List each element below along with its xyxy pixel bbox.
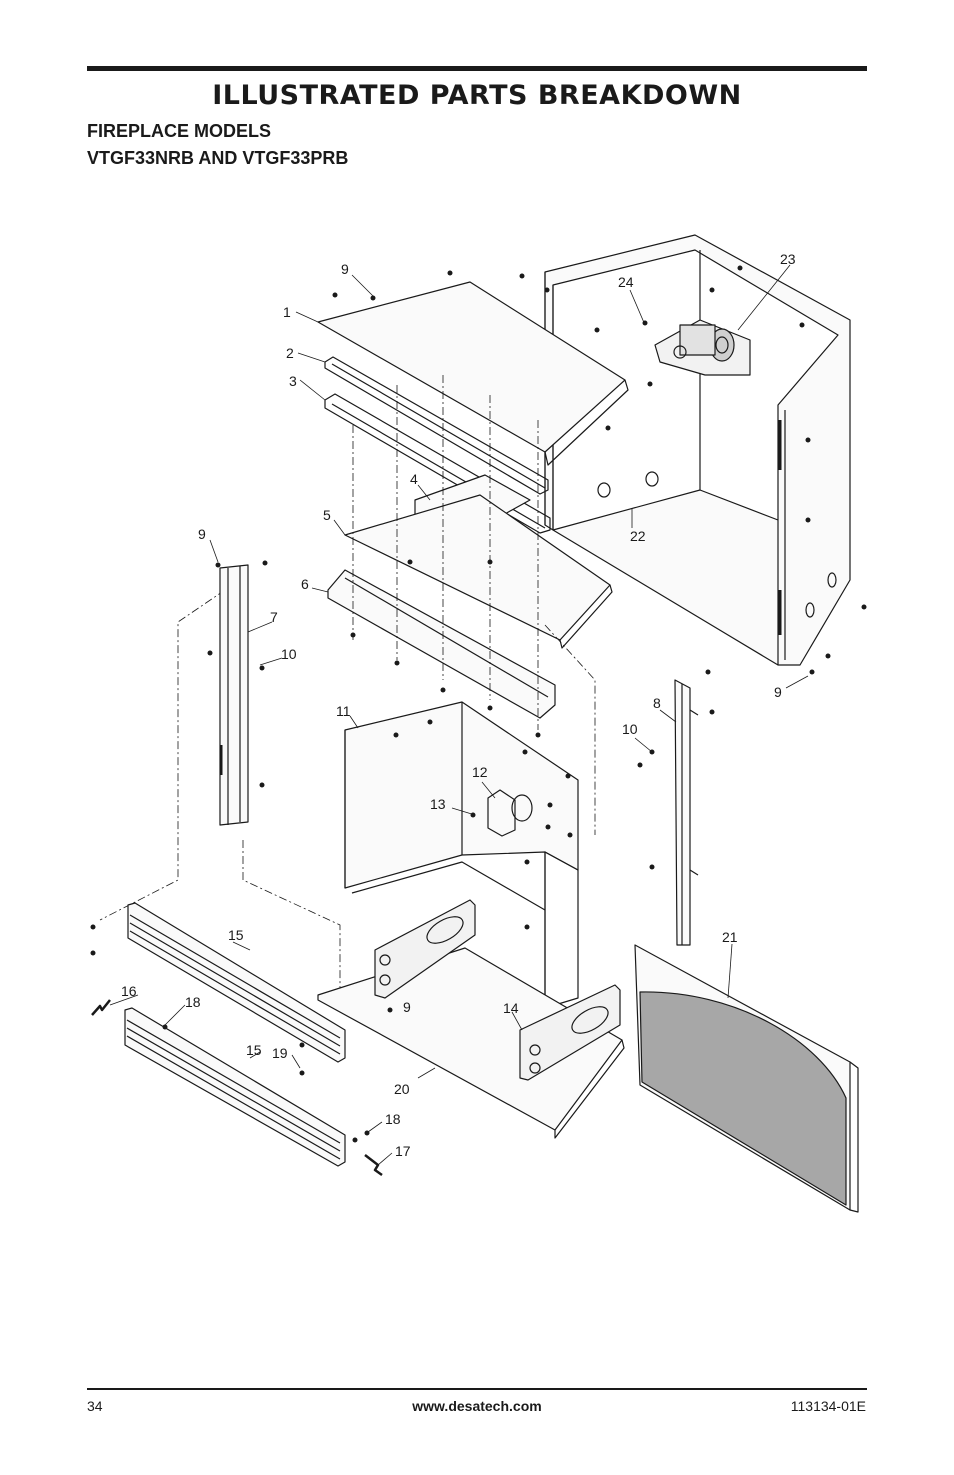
callout-23: 23	[780, 251, 796, 267]
callout-18-upper: 18	[185, 994, 201, 1010]
callout-9-top: 9	[341, 261, 349, 277]
callout-19: 19	[272, 1045, 288, 1061]
document-number: 113134-01E	[790, 1398, 866, 1414]
callout-24: 24	[618, 274, 634, 290]
burner-plate-parts	[487, 789, 533, 837]
callout-12: 12	[472, 764, 488, 780]
callout-10-left: 10	[281, 646, 297, 662]
callout-4: 4	[410, 471, 418, 487]
bottom-rule	[87, 1388, 867, 1390]
callout-8: 8	[653, 695, 661, 711]
louver-lower-part	[124, 1007, 346, 1167]
leader-lines	[109, 264, 809, 1166]
callout-1: 1	[283, 304, 291, 320]
base-bracket-left	[374, 899, 476, 999]
right-bracket-part	[674, 679, 699, 946]
page-number: 34	[87, 1398, 103, 1414]
callout-21: 21	[722, 929, 738, 945]
callout-9-right: 9	[774, 684, 782, 700]
handle-left	[91, 999, 111, 1016]
callout-16: 16	[121, 983, 137, 999]
louver-upper-part	[127, 902, 346, 1063]
callout-9-left: 9	[198, 526, 206, 542]
base-bracket-right	[519, 984, 621, 1081]
hood-part	[327, 569, 556, 719]
callout-6: 6	[301, 576, 309, 592]
subtitle-models: FIREPLACE MODELS	[87, 121, 272, 141]
top-plate-part	[344, 494, 613, 649]
callout-17: 17	[395, 1143, 411, 1159]
callout-15-lower: 15	[246, 1042, 262, 1058]
callout-9-base: 9	[403, 999, 411, 1015]
callout-20: 20	[394, 1081, 410, 1097]
firebox-part	[344, 701, 579, 1009]
callout-3: 3	[289, 373, 297, 389]
callout-13: 13	[430, 796, 446, 812]
callout-2: 2	[286, 345, 294, 361]
callout-labels: 1 2 3 4 5 6 7 8 9 9 9 9 10 10 11 12 13 1…	[121, 251, 796, 1159]
website-link[interactable]: www.desatech.com	[412, 1398, 542, 1414]
callout-14: 14	[503, 1000, 519, 1016]
page-title: ILLUSTRATED PARTS BREAKDOWN	[212, 80, 742, 111]
callout-5: 5	[323, 507, 331, 523]
top-shield-part	[317, 281, 629, 466]
subtitle-model-numbers: VTGF33NRB AND VTGF33PRB	[87, 148, 349, 168]
callout-18-lower: 18	[385, 1111, 401, 1127]
left-bracket-part	[219, 564, 249, 826]
blower-assembly-part	[654, 319, 751, 376]
callout-7: 7	[270, 609, 278, 625]
callout-15-upper: 15	[228, 927, 244, 943]
callout-22: 22	[630, 528, 646, 544]
handle-right	[364, 1154, 383, 1177]
glass-front-part	[634, 944, 859, 1213]
callout-11: 11	[336, 703, 351, 719]
alignment-lines	[99, 375, 596, 990]
screws	[90, 265, 867, 1143]
top-rule	[87, 66, 867, 71]
callout-10-right: 10	[622, 721, 638, 737]
